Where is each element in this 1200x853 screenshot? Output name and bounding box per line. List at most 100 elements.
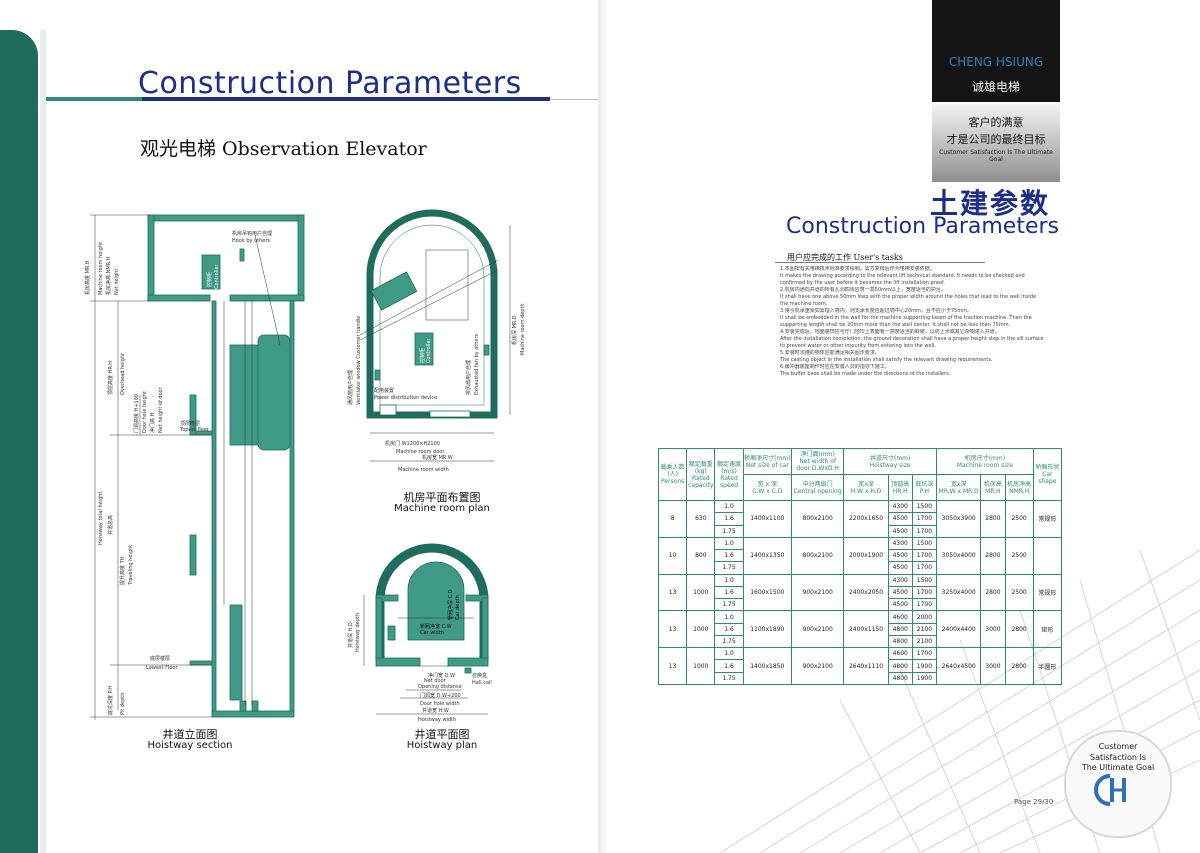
th-mrh-cn: 机房高: [983, 480, 1002, 488]
cell-speed: 1.75: [714, 671, 744, 686]
ventilation-label-en: Ventilator window Customer handle: [356, 316, 362, 405]
cell-persons: 13: [657, 573, 688, 612]
overhead-height-label-en: Overhead height: [120, 353, 126, 395]
th-hw-en: H.W x H.D: [850, 487, 882, 495]
cell-speed: 1.0: [714, 573, 744, 587]
cell-speed: 1.75: [714, 598, 744, 612]
net-door-height-label: 净门高 H: [149, 412, 156, 433]
cell-shape: [1032, 536, 1063, 575]
cell-hoistway: 2400x1150: [843, 610, 889, 649]
cell-hr: 4500: [887, 549, 913, 563]
cell-hr: 4500: [887, 561, 913, 575]
cell-door: 900x2100: [790, 573, 845, 612]
cell-shape: 矩形: [1032, 610, 1063, 649]
page-title: Construction Parameters: [138, 66, 522, 101]
hoistway-section-drawing: 机房吊钩用户自理 Hook by others 顶层楼层 Topest floo…: [84, 214, 305, 720]
task-line: It makes the drawing according to the re…: [780, 273, 1025, 279]
cell-car: 1400x1850: [742, 647, 792, 685]
task-line: 4.安装完成后，地面装饰应与厅门地坎上表面有一高度适当的斜坡，以防上水或其它杂物…: [780, 329, 1000, 335]
door-hole-label: 门洞宽 D.W+200: [420, 692, 461, 699]
cell-persons: 13: [657, 610, 688, 649]
cell-car: 1400x1100: [742, 500, 792, 538]
cell-mr: 2400x4400: [936, 610, 982, 649]
nmr-label-en: Net height: [114, 269, 120, 295]
overhead-height-label: 顶层高度 HR.H: [107, 361, 114, 395]
badge-line-3: The Ultimate Goal: [1081, 763, 1155, 772]
cell-pit: 1700: [911, 598, 938, 612]
hoistway-plan-caption-en: Hoistway plan: [406, 740, 478, 751]
machine-room-height-label: 机房高度 MR.H: [84, 260, 91, 295]
hoistway-depth-label: 井道深 H.D: [347, 622, 354, 648]
cell-speed: 1.6: [714, 512, 744, 526]
travel-label-en: Traveling height: [128, 545, 134, 586]
brand-box: [932, 0, 1060, 102]
cell-mrh: 3000: [980, 647, 1006, 685]
cell-hr: 4800: [887, 671, 913, 686]
th-mr: 机房尺寸(mm) Machine room size: [936, 448, 1034, 475]
cell-capacity: 800: [686, 536, 716, 575]
th-mr-en: Machine room size: [956, 461, 1013, 469]
cell-pit: 1500: [911, 499, 938, 514]
th-car-en: Net size of car: [745, 461, 789, 469]
controller-label-en: Controller: [214, 263, 220, 289]
cell-persons: 8: [657, 500, 688, 538]
title-rule-teal: [46, 97, 142, 101]
th-persons-cn: 载乘人数(人): [660, 464, 685, 478]
task-line: 5.安装时须遵的物体应能满足相关图示要求。: [780, 350, 880, 356]
slogan-badge: [1064, 730, 1172, 838]
travel-label: 提升高度 TH: [119, 556, 126, 585]
cell-door: 900x2100: [790, 610, 845, 649]
th-speed-cn: 额定速度(m/s): [717, 460, 742, 475]
cell-speed: 1.0: [714, 610, 744, 624]
th-mrwd-cn: 宽x深: [950, 480, 967, 488]
mr-width-label: 机房宽 MR.W: [422, 454, 453, 461]
th-pit-en: P.H: [919, 487, 929, 495]
task-line: 2.机房内通向井道的所有孔洞四周应筑一高50mm以上，宽度适当的护台。: [780, 287, 946, 293]
cell-mr: 2640x4500: [936, 647, 982, 685]
badge-line-1: Customer: [1098, 742, 1138, 751]
hook-label: 机房吊钩用户自理: [232, 230, 272, 237]
opening-distance-label: Opening distance: [418, 684, 462, 690]
tasks-heading: 用户应完成的工作 User's tasks: [787, 253, 903, 262]
cell-speed: 1.0: [714, 499, 744, 514]
th-mrwd-en: MR.W x MR.D: [938, 487, 979, 495]
hoistway-depth-label-en: Hoistway depth: [355, 613, 361, 652]
section-title: Construction Parameters: [786, 214, 1059, 239]
cell-capacity: 630: [686, 500, 716, 538]
cell-pit: 1900: [911, 659, 938, 673]
cell-pit: 1500: [911, 573, 938, 587]
th-persons-en: Persons: [660, 478, 685, 485]
task-line: The buffer base shall be made under the …: [780, 371, 951, 377]
cell-mrh: 2800: [980, 536, 1006, 575]
cell-speed: 1.0: [714, 647, 744, 661]
cell-nmrh: 2800: [1004, 647, 1034, 685]
task-line: to prevent water or other impurity from …: [780, 343, 936, 349]
top-floor-label-en: Topest floor: [179, 427, 210, 433]
tasks-list: 1.本图按有关电梯技术标准要求绘制，需方复核后作为电梯安装依据。 It make…: [780, 266, 1062, 378]
section-title-cn: 土建参数: [930, 187, 1051, 220]
cell-hr: 4800: [887, 622, 913, 636]
tasks-rule: [775, 262, 985, 263]
parameters-table: 载乘人数(人) Persons 额定载重(kg) Rated capacity …: [657, 448, 1063, 686]
mr-door-label: 机房门 W1200×H2100: [385, 440, 440, 447]
net-door-height-label-en: Net height of door: [158, 386, 164, 433]
cell-hr: 4500: [887, 524, 913, 538]
hoistway-width-label: 井道宽 H.W: [422, 707, 449, 714]
power-label-en: Power distribution device: [374, 395, 437, 401]
task-line: 3.曳引机承重梁如需埋入墙内，则支承长度应超过墙中心20mm，且不应小于75mm…: [780, 308, 972, 314]
mr-width-label-en: Machine room width: [398, 467, 449, 473]
cell-mrh: 3000: [980, 610, 1006, 649]
lowest-floor-label-en: Lowest Floor: [146, 665, 178, 671]
th-shape-cn: 轿厢形状: [1035, 464, 1060, 471]
exhaust-label: 排风扇用户自理: [465, 360, 472, 395]
hoistway-total-label-en: Hoistway total height: [98, 492, 104, 545]
th-hw-cn: 宽x深: [858, 480, 874, 488]
cell-hr: 4800: [887, 659, 913, 673]
cell-pit: 1700: [911, 524, 938, 538]
hoistway-section-caption-en: Hoistway section: [147, 740, 233, 751]
